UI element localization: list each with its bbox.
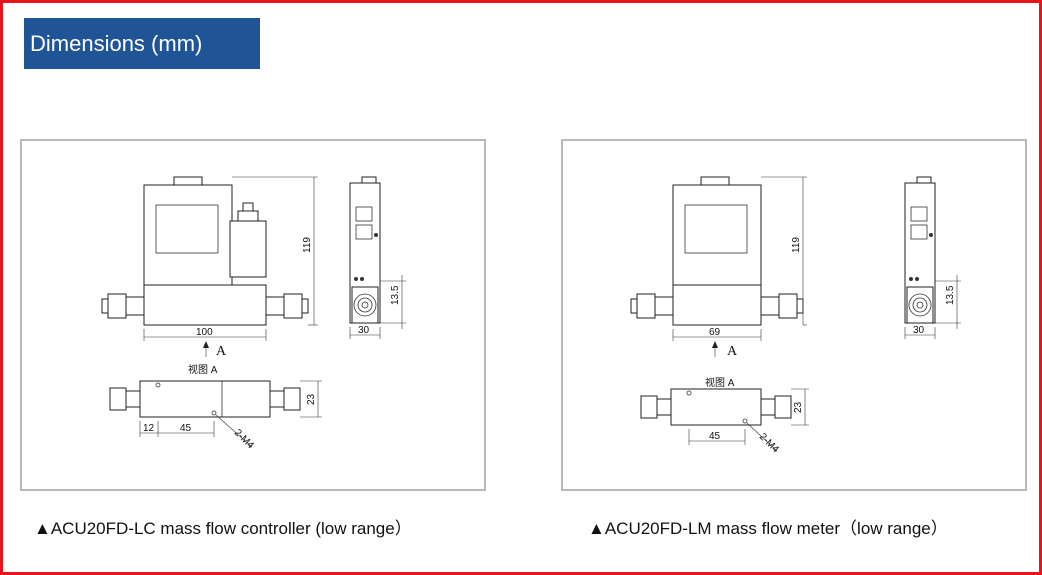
- lm-tube-left: [630, 298, 638, 314]
- lc-side-fitting-ring-outer: [353, 293, 377, 317]
- lm-side-fitting-ring-inner: [916, 301, 924, 309]
- lc-width-label: 100: [196, 327, 213, 338]
- lc-bottom-span-label: 45: [180, 423, 192, 434]
- drawing-panel-lm: 119 69 A 30 13.5 视图 A: [561, 139, 1027, 491]
- lc-side-connector: [361, 176, 377, 184]
- lc-tube-right: [301, 298, 309, 314]
- lc-valve-body: [229, 220, 267, 278]
- lm-bottom-depth-label: 23: [793, 401, 804, 413]
- lc-bottom-depth-label: 23: [306, 393, 317, 405]
- caption-lm: ▲ACU20FD-LM mass flow meter（low range）: [588, 519, 948, 538]
- lc-nut-left: [107, 293, 127, 319]
- view-arrow-icon: [712, 341, 718, 348]
- section-title: Dimensions (mm): [24, 18, 260, 69]
- lc-bottom-nut-left: [109, 387, 127, 411]
- view-arrow-icon: [203, 341, 209, 348]
- lc-base-block: [143, 284, 267, 326]
- lm-tube-right: [796, 298, 804, 314]
- lc-fitting-right: [265, 296, 285, 316]
- lm-bottom-fitting-left: [656, 398, 672, 416]
- lm-display-window: [684, 204, 748, 254]
- lm-fitting-right: [760, 296, 780, 316]
- caption-lc: ▲ACU20FD-LC mass flow controller (low ra…: [34, 519, 412, 538]
- drawing-panel-lc: 119 100 A 30 13.5 视图 A: [20, 139, 486, 491]
- lc-bottom-fitting-right: [269, 390, 285, 408]
- lm-side-width-label: 30: [913, 325, 925, 336]
- lc-mount-hole-1: [155, 382, 161, 388]
- lc-side-offset-label: 13.5: [390, 285, 401, 305]
- lm-nut-left: [636, 293, 656, 319]
- lm-base-block: [672, 284, 762, 326]
- lm-connector-top: [700, 176, 730, 186]
- lm-nut-right: [778, 293, 798, 319]
- lc-side-screw-1: [354, 277, 358, 281]
- lm-side-screw-2: [915, 277, 919, 281]
- lc-bottom-left-label: 12: [143, 423, 155, 434]
- lc-tube-left: [101, 298, 109, 314]
- lc-side-fitting-ring-mid: [357, 297, 373, 313]
- lc-display-housing: [143, 184, 233, 286]
- lc-rj45-port-1: [355, 206, 373, 222]
- lc-side-fitting: [351, 286, 379, 324]
- lc-height-label: 119: [302, 237, 313, 253]
- lm-side-connector: [916, 176, 932, 184]
- lc-fitting-left: [125, 296, 145, 316]
- lm-rj45-port-2: [910, 224, 928, 240]
- lm-side-fitting: [906, 286, 934, 324]
- lm-bottom-view: [670, 388, 762, 426]
- lm-side-fitting-ring-mid: [912, 297, 928, 313]
- lc-connector-top: [173, 176, 203, 186]
- lm-bottom-nut-right: [774, 395, 792, 419]
- lc-valve-stem: [242, 202, 254, 212]
- lc-view-title: 视图 A: [188, 363, 218, 376]
- lm-mount-hole-2: [742, 418, 748, 424]
- lc-dimension-drawing: 119 100 A 30 13.5 视图 A: [101, 176, 406, 452]
- lm-fitting-left: [654, 296, 674, 316]
- lc-side-led: [374, 233, 378, 237]
- lm-view-title: 视图 A: [705, 376, 735, 389]
- lc-bottom-fitting-left: [125, 390, 141, 408]
- lc-bottom-nut-right: [283, 387, 301, 411]
- lm-width-label: 69: [709, 327, 721, 338]
- lm-mount-hole-1: [686, 390, 692, 396]
- lm-display-housing: [672, 184, 762, 286]
- lc-valve-cap: [237, 210, 259, 222]
- lm-bottom-fitting-right: [760, 398, 776, 416]
- lm-view-arrow-label: A: [727, 344, 738, 359]
- lm-bottom-span-label: 45: [709, 431, 721, 442]
- lc-side-screw-2: [360, 277, 364, 281]
- lm-side-led: [929, 233, 933, 237]
- lc-mount-hole-2: [211, 410, 217, 416]
- lc-rj45-port-2: [355, 224, 373, 240]
- lm-dimension-drawing: 119 69 A 30 13.5 视图 A: [630, 176, 961, 456]
- lc-side-fitting-ring-inner: [361, 301, 369, 309]
- lm-bottom-nut-left: [640, 395, 658, 419]
- lm-side-offset-label: 13.5: [945, 285, 956, 305]
- lm-rj45-port-1: [910, 206, 928, 222]
- lm-thread-label: 2-M4: [757, 431, 781, 455]
- lc-thread-label: 2-M4: [232, 427, 256, 451]
- lc-view-arrow-label: A: [216, 344, 227, 359]
- lc-nut-right: [283, 293, 303, 319]
- lc-display-window: [155, 204, 219, 254]
- lc-bottom-view: [139, 380, 271, 418]
- lc-side-width-label: 30: [358, 325, 370, 336]
- lm-height-label: 119: [791, 237, 802, 253]
- lm-side-screw-1: [909, 277, 913, 281]
- lm-side-fitting-ring-outer: [908, 293, 932, 317]
